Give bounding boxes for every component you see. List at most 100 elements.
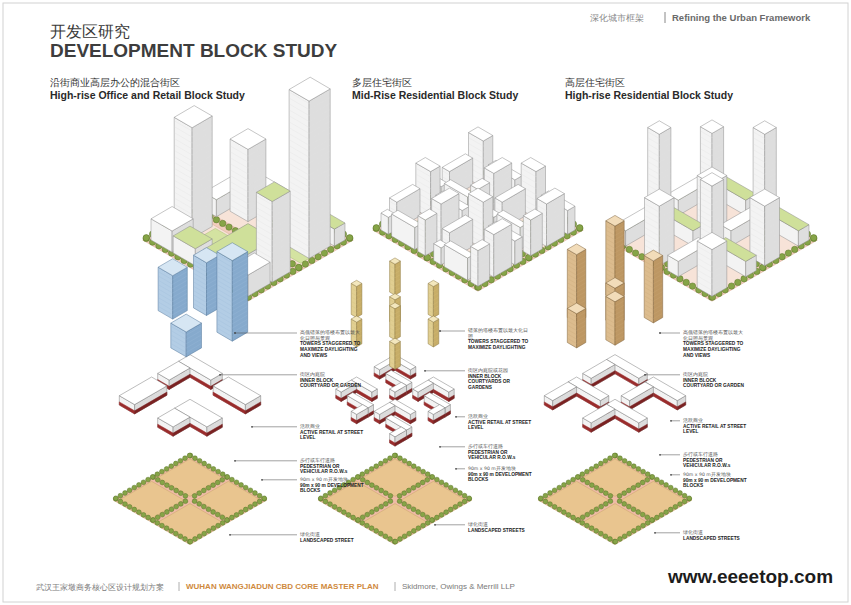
tree	[206, 464, 211, 469]
tree	[636, 510, 641, 515]
callout-text: 90m x 90 m开发地块	[683, 472, 747, 478]
tree	[575, 475, 580, 480]
window-line	[615, 336, 624, 341]
callout-text: LANDSCAPED STREETS	[683, 536, 747, 542]
building-roof	[753, 121, 776, 135]
callout-text: 90m x 90 m DEVELOPMENT BLOCKS	[683, 478, 747, 490]
building-face	[515, 237, 522, 265]
window-line	[494, 176, 511, 186]
tree	[150, 475, 155, 480]
building-roof	[256, 182, 290, 202]
window-line	[231, 176, 248, 186]
tree	[631, 507, 636, 512]
callout-text: 街区内庭院	[683, 372, 747, 378]
tree	[118, 493, 123, 498]
callout-text: ACTIVE RETAIL AT STREET LEVEL	[468, 420, 532, 432]
window-line	[425, 226, 436, 232]
window-line	[712, 161, 723, 167]
tree	[211, 467, 216, 472]
window-line	[395, 328, 400, 331]
tree	[425, 477, 430, 482]
retail-band	[374, 373, 379, 379]
window-line	[395, 320, 400, 323]
tree	[576, 518, 581, 523]
callout-text: 90m x 90 m DEVELOPMENT BLOCKS	[468, 472, 532, 484]
tree	[201, 504, 206, 509]
window-line	[395, 288, 400, 291]
tree	[356, 518, 361, 523]
building-roof	[442, 154, 473, 172]
window-line	[232, 315, 247, 324]
building-face	[232, 252, 247, 342]
window-line	[701, 143, 712, 150]
callout-text: 绿化街道	[300, 532, 364, 538]
window-line	[536, 178, 545, 183]
tree	[239, 510, 244, 515]
tree	[552, 488, 557, 493]
tree	[631, 529, 636, 534]
window-line	[754, 156, 765, 162]
building-roof	[194, 248, 220, 263]
tree	[467, 496, 472, 501]
tree	[668, 485, 673, 490]
tree	[594, 507, 599, 512]
window-line	[568, 338, 577, 343]
leader-line	[440, 446, 465, 447]
window-line	[712, 187, 723, 193]
footer-text: Skidmore, Owings & Merrill LLP	[402, 582, 515, 591]
window-line	[524, 228, 531, 232]
tree	[127, 488, 132, 493]
window-line	[568, 317, 577, 322]
tree	[169, 529, 174, 534]
tree	[188, 539, 193, 544]
tree	[811, 235, 817, 241]
window-line	[698, 258, 712, 266]
tree	[113, 496, 118, 501]
tree	[622, 458, 627, 463]
tree	[641, 523, 646, 528]
window-line	[524, 246, 531, 250]
street-plane	[373, 169, 584, 291]
window-line	[175, 127, 192, 137]
callout-text: TOWERS STAGGERED TO MAXIMIZE DAYLIGHTING	[468, 339, 532, 351]
window-line	[390, 279, 395, 282]
window-line	[653, 270, 662, 275]
callout-text: INNER BLOCK COURTYARD OR GARDEN	[683, 378, 747, 390]
leader-dot	[654, 532, 656, 534]
tree	[215, 480, 220, 485]
window-line	[352, 297, 357, 300]
tree	[369, 526, 374, 531]
window-line	[290, 235, 310, 246]
building-face	[395, 341, 400, 369]
tree	[622, 534, 627, 539]
tree	[388, 537, 393, 542]
window-line	[231, 164, 248, 174]
window-line	[765, 168, 776, 174]
tree	[467, 496, 472, 501]
window-line	[272, 236, 289, 246]
tree	[608, 456, 613, 461]
window-line	[257, 226, 272, 235]
window-line	[309, 139, 330, 151]
window-line	[433, 340, 438, 343]
tree	[575, 518, 580, 523]
tree	[178, 534, 183, 539]
building-face	[428, 283, 433, 317]
window-line	[606, 256, 615, 261]
window-line	[231, 200, 248, 210]
tree	[193, 456, 198, 461]
development-block	[158, 504, 223, 541]
window-line	[173, 293, 187, 301]
window-line	[192, 173, 212, 184]
building-roof	[471, 178, 490, 189]
callout: 步行或车行道路PEDESTRIAN OR VEHICULAR R.O.W.s	[683, 452, 747, 469]
window-line	[751, 228, 765, 236]
tree	[462, 499, 467, 504]
window-line	[231, 152, 248, 162]
tree	[659, 513, 664, 518]
building-roof	[390, 382, 407, 392]
window-line	[577, 296, 586, 301]
callout: 活跃商业ACTIVE RETAIL AT STREET LEVEL	[300, 424, 364, 441]
window-line	[309, 187, 330, 199]
window-line	[217, 272, 232, 281]
